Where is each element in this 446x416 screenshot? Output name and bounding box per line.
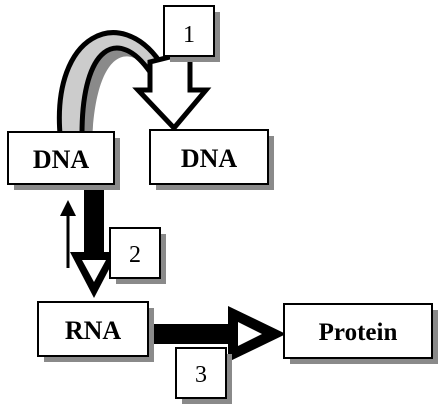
dna-copy-box: DNA [149,129,274,190]
rna-label: RNA [65,316,122,345]
transcription-arrowhead-inner [82,260,106,282]
step-1-box: 1 [163,5,220,62]
translation-arrowhead-inner [238,322,262,346]
transcription-shaft [84,190,104,254]
reverse-transcription-arrowhead [60,200,76,216]
protein-label: Protein [319,319,398,346]
step-3-box: 3 [175,347,232,404]
dna-copy-label: DNA [181,144,238,173]
step-2-label: 2 [129,242,141,268]
dna-source-box: DNA [7,131,120,190]
translation-arrow [150,306,286,362]
protein-box: Protein [283,303,438,364]
replication-arc [56,30,163,137]
step-2-box: 2 [109,227,166,284]
translation-shaft [150,324,236,344]
dna-source-label: DNA [33,145,90,174]
step-3-label: 3 [195,362,207,388]
transcription-arrow [60,190,118,298]
replication-arrowhead [132,48,212,132]
step-1-label: 1 [183,22,195,48]
rna-box: RNA [37,301,154,362]
